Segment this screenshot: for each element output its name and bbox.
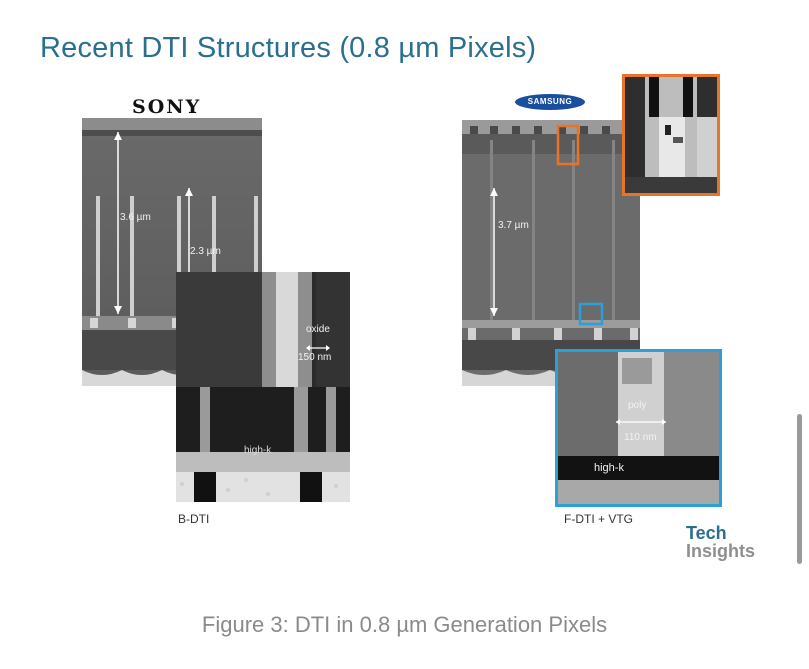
sony-depth-3-6-label: 3.6 µm (120, 212, 151, 223)
techinsights-logo-line1: Tech (686, 523, 727, 543)
b-dti-caption: B-DTI (178, 512, 210, 526)
samsung-poly-label: poly (628, 400, 647, 411)
samsung-cross-section-image: 3.7 µm (462, 120, 640, 386)
slide-title: Recent DTI Structures (0.8 µm Pixels) (40, 32, 537, 64)
figure-caption: Figure 3: DTI in 0.8 µm Generation Pixel… (201, 612, 608, 637)
scrollbar-thumb[interactable] (797, 414, 802, 564)
samsung-width-label: 110 nm (624, 432, 657, 443)
f-dti-caption: F-DTI + VTG (564, 512, 633, 526)
sony-width-label: 150 nm (298, 352, 332, 363)
samsung-bottom-inset-image: poly 110 nm high-k (555, 349, 722, 507)
techinsights-logo: Tech Insights (686, 524, 755, 560)
sony-depth-2-3-label: 2.3 µm (190, 246, 221, 257)
techinsights-logo-line2: Insights (686, 541, 756, 561)
sony-inset-image: oxide 150 nm high-k (176, 272, 350, 502)
samsung-highk-label: high-k (594, 462, 624, 474)
samsung-depth-label: 3.7 µm (498, 220, 529, 231)
samsung-top-inset-image (622, 74, 720, 196)
sony-highk-label: high-k (244, 445, 272, 456)
sony-logo: SONY (132, 96, 202, 118)
samsung-logo: SAMSUNG (515, 94, 585, 110)
sony-oxide-label: oxide (306, 324, 330, 335)
